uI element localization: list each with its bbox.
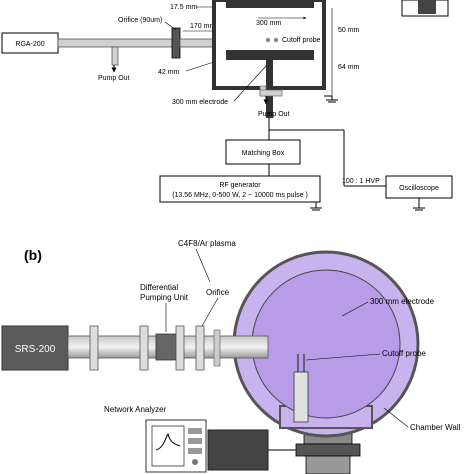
electrode-circle	[251, 269, 401, 419]
rga-pipe	[57, 38, 175, 48]
matching-box-label: Matching Box	[242, 150, 285, 157]
pump-out-left-label: Pump Out	[98, 75, 130, 82]
orifice-b	[195, 325, 205, 371]
electrode-label-b: 300 mm electrode	[370, 297, 435, 306]
dim-50: 50 mm	[338, 27, 360, 34]
matching-box	[225, 139, 301, 165]
panel-a: RGA-200 Pump Out Orifice (90um) 17.5 mm …	[1, 0, 453, 211]
chamber-wall-label: Chamber Wall	[410, 423, 461, 432]
cutoff-probe-a: Cutoff probe	[282, 37, 321, 44]
hvp-label: 100 : 1 HVP	[342, 178, 380, 185]
diff-pump-label-1: Differential	[140, 283, 178, 292]
electrode-stem	[266, 60, 273, 118]
dim-17-5: 17.5 mm	[170, 4, 197, 11]
pump-out-right-label: Pump Out	[258, 111, 290, 118]
orifice-pipe	[179, 38, 215, 48]
diff-pump-unit	[155, 333, 177, 361]
dim-42: 42 mm	[158, 69, 180, 76]
rf-generator-label: RF generator	[219, 182, 261, 189]
oscilloscope-label: Oscilloscope	[399, 185, 439, 192]
top-electrode	[226, 0, 314, 8]
rf-generator-box	[159, 175, 321, 203]
rga-label: RGA-200	[15, 41, 44, 48]
rf-spec-label: (13.56 MHz, 0-500 W, 2 ~ 10000 ms pulse …	[172, 192, 308, 199]
panel-b: (b) C4F8/Ar plasma 300 mm electrode Cuto…	[1, 239, 461, 474]
bottom-electrode	[226, 50, 314, 60]
dim-300: 300 mm	[256, 20, 281, 27]
panel-b-label: (b)	[24, 247, 42, 263]
orifice-block	[171, 27, 181, 59]
orifice-label: Orifice (90um)	[118, 17, 162, 24]
electrode-label-a: 300 mm electrode	[172, 99, 228, 106]
cutoff-probe-b: Cutoff probe	[382, 349, 426, 358]
srs-box	[1, 325, 69, 371]
dim-170: 170 mm	[190, 23, 215, 30]
network-analyzer-label: Network Analyzer	[104, 405, 167, 414]
network-analyzer-right	[207, 429, 269, 471]
srs-label: SRS-200	[15, 344, 56, 355]
diff-pump-label-2: Pumping Unit	[140, 293, 189, 302]
plasma-label: C4F8/Ar plasma	[178, 239, 236, 248]
orifice-b-label: Orifice	[206, 288, 230, 297]
pumpout-pipe-left	[111, 46, 119, 66]
dim-64: 64 mm	[338, 64, 360, 71]
